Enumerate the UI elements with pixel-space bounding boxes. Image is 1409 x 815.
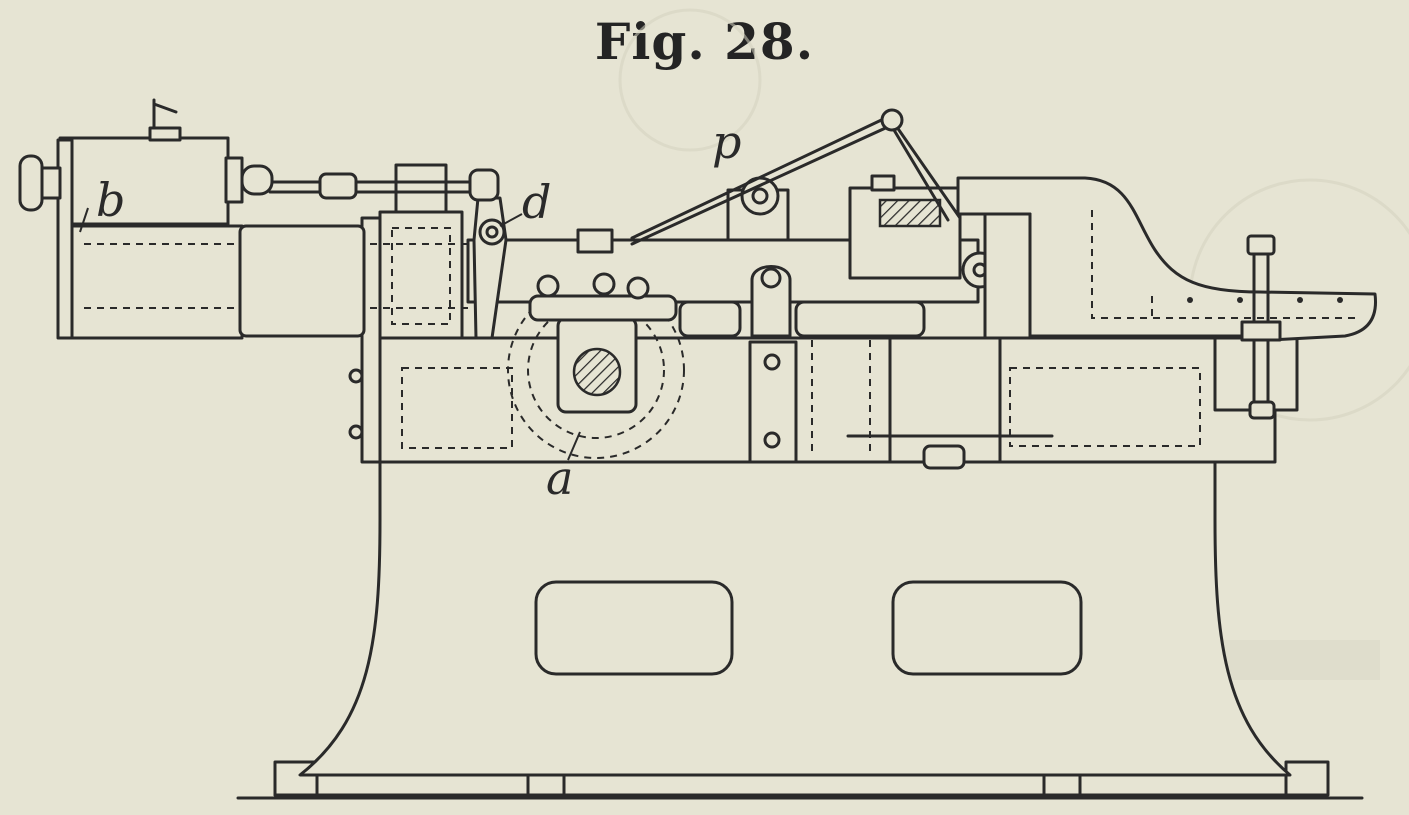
control-rod [268, 168, 500, 202]
label-d: d [522, 175, 551, 229]
vertical-bolt [1240, 234, 1282, 420]
stand-opening-right [891, 580, 1083, 676]
frame-end-lug [1213, 336, 1299, 412]
label-b: b [96, 173, 125, 227]
label-p: p [712, 115, 741, 169]
lower-bracket [888, 336, 1002, 464]
die-head [956, 176, 1378, 342]
lever-p [630, 108, 962, 246]
machine-stand [298, 458, 1292, 777]
cylinder-b [18, 98, 470, 340]
die-side-plate [983, 212, 1032, 340]
stand-opening-left [534, 580, 734, 676]
rocker-arm-d [472, 196, 508, 340]
crank-disc [507, 281, 685, 459]
left-side-plate [360, 216, 382, 464]
upper-guide-box [394, 163, 448, 217]
main-frame [378, 336, 1277, 464]
crankshaft-section [572, 347, 622, 397]
valve-housing [238, 224, 366, 338]
